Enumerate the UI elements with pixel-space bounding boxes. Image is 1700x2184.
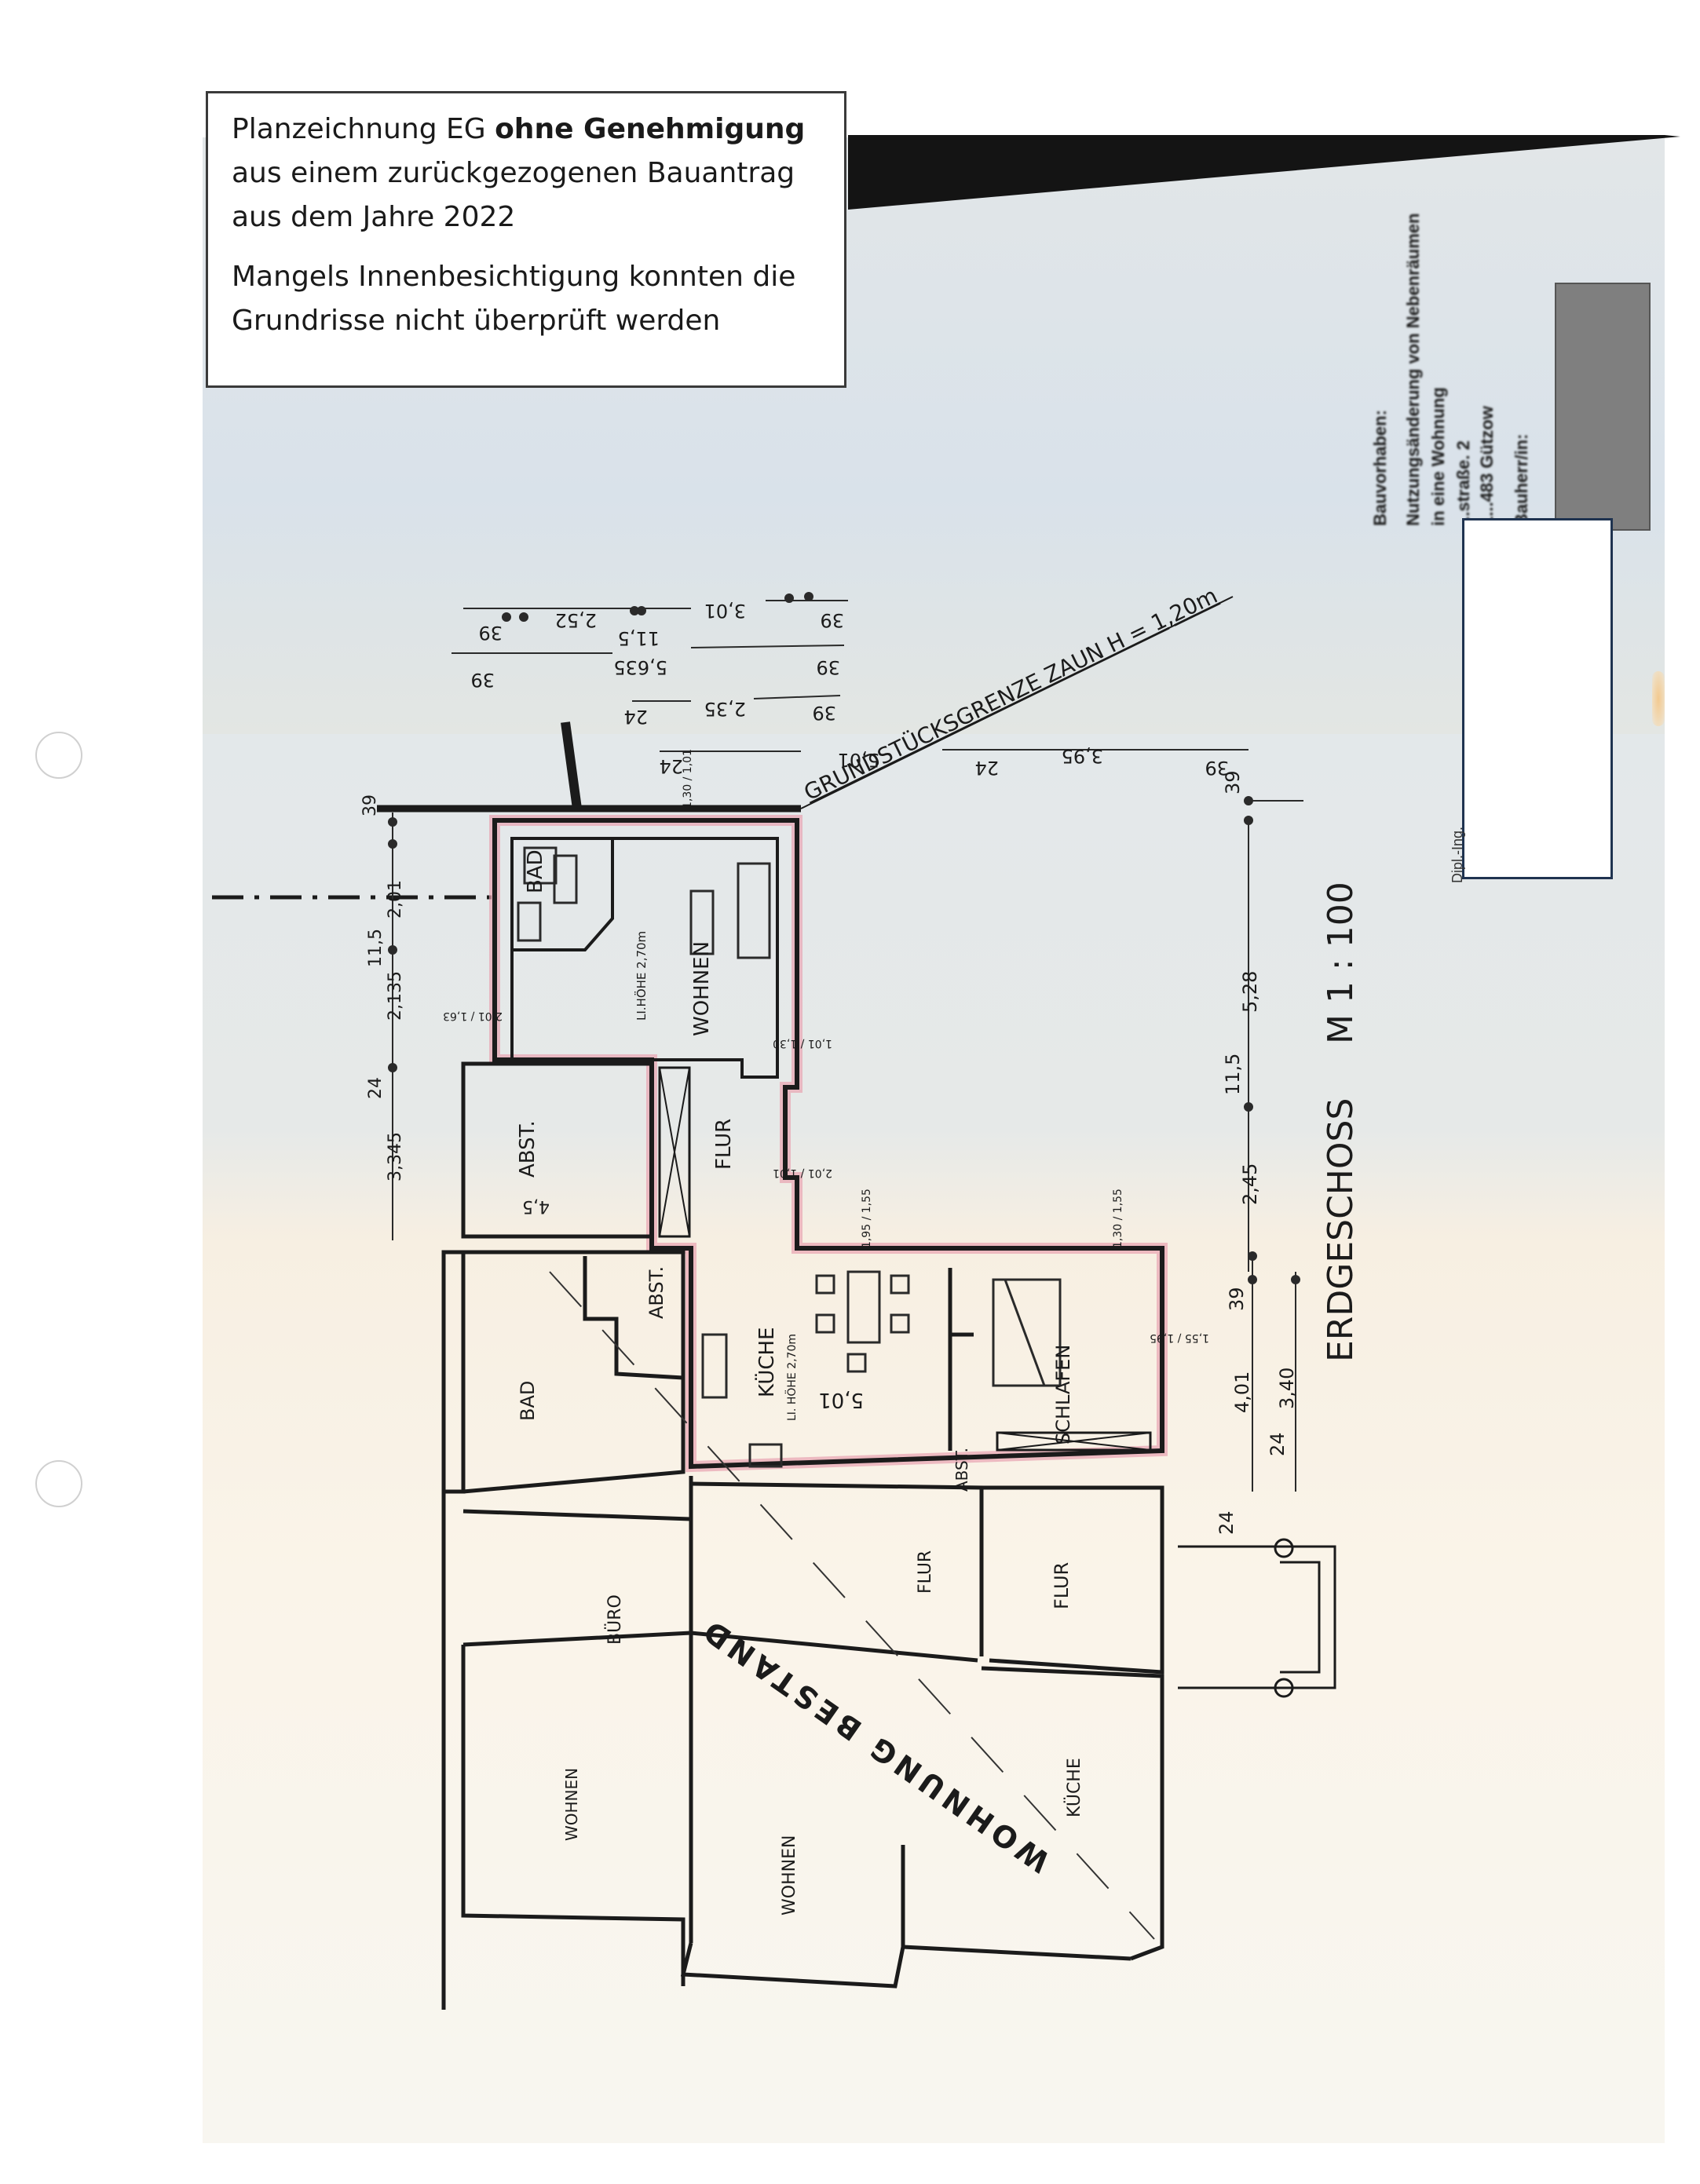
window-dimension: 1,30 / 1,55 <box>1112 1189 1124 1248</box>
dimension-label: 39 <box>1222 770 1244 794</box>
room-label-flur-existing: FLUR <box>916 1550 935 1594</box>
stain-mark <box>1652 671 1665 726</box>
dimension-label: 39 <box>820 609 844 631</box>
dimension-label: 2,45 <box>1239 1163 1261 1205</box>
boundary-fence <box>212 596 1234 900</box>
top-dimension-labels: 39 2,52 11,5 3,01 39 39 5,635 39 24 2,35… <box>470 600 1229 779</box>
redaction-white <box>1462 518 1613 879</box>
window-dimension: 2,01 / 1,63 <box>443 1010 503 1022</box>
dimension-label: 24 <box>1216 1510 1238 1535</box>
dimension-label: 5,28 <box>1239 971 1261 1013</box>
room-label-abst: ABST. <box>516 1120 539 1178</box>
dimension-label: 24 <box>659 755 683 777</box>
right-dimension-labels: 39 5,28 11,5 2,45 39 4,01 3,40 24 24 <box>1216 770 1298 1535</box>
window-dimension-labels: 1,30 / 1,01 2,01 / 1,63 1,01 / 1,30 2,01… <box>443 749 1209 1344</box>
notice-line-4: Mangels Innenbesichtigung konnten die <box>232 261 796 293</box>
dimension-label: 39 <box>470 669 495 691</box>
dimension-label: 5,01 <box>818 1388 864 1412</box>
dimension-label: 3,95 <box>1062 745 1103 767</box>
notice-emphasis: ohne Genehmigung <box>495 113 806 145</box>
room-height-label: LI. HÖHE 2,70m <box>784 1334 799 1421</box>
notice-box: Planzeichnung EG ohne Genehmigung aus ei… <box>206 91 846 388</box>
boundary-label: GRUNDSTÜCKSGRENZE ZAUN H = 1,20m <box>799 582 1221 805</box>
dimension-label: 2,01 <box>386 880 405 919</box>
dimension-label: 2,35 <box>704 698 746 720</box>
new-unit-walls <box>461 815 1168 1473</box>
dimension-label: 11,5 <box>366 929 386 967</box>
dark-shadow-wedge <box>848 135 1680 210</box>
dimension-label: 39 <box>1226 1287 1248 1311</box>
plan-title: ERDGESCHOSS <box>1321 1098 1361 1362</box>
window-dimension: 1,01 / 1,30 <box>773 1037 832 1050</box>
dimension-label: 5,635 <box>613 656 667 678</box>
room-label-bad: BAD <box>524 849 547 893</box>
furniture <box>517 846 1062 1468</box>
punch-hole-icon <box>35 732 82 779</box>
dimension-label: 39 <box>360 794 380 816</box>
redaction-grey <box>1555 283 1651 531</box>
notice-line-3: aus dem Jahre 2022 <box>232 201 516 233</box>
dimension-label: 39 <box>478 622 503 644</box>
dimension-label: 11,5 <box>618 627 660 649</box>
room-label-wohnen: WOHNEN <box>690 941 714 1036</box>
dimension-label: 24 <box>366 1077 386 1099</box>
window-dimension: 1,95 / 1,55 <box>861 1189 873 1248</box>
dimension-label: 5,01 <box>838 749 879 771</box>
room-label-schlafen: SCHLAFEN <box>1052 1345 1074 1444</box>
room-label-kueche: KÜCHE <box>754 1327 779 1397</box>
punch-hole-icon <box>35 1460 82 1507</box>
room-label-abst: ABST. <box>952 1448 971 1492</box>
room-label-flur-existing: FLUR <box>1051 1562 1073 1609</box>
notice-line-2: aus einem zurückgezogenen Bauantrag <box>232 157 795 189</box>
dimension-label: 39 <box>1205 757 1229 779</box>
room-label-buero: BÜRO <box>605 1594 625 1645</box>
dimension-lines <box>388 592 1303 1492</box>
dimension-label: 4,01 <box>1231 1371 1253 1413</box>
dimension-label: 11,5 <box>1222 1054 1244 1095</box>
existing-walls <box>441 1250 1164 2010</box>
dimension-label: 24 <box>1267 1432 1289 1456</box>
dimension-label: 2,135 <box>386 971 405 1021</box>
notice-line-1: Planzeichnung EG ohne Genehmigung <box>232 113 806 145</box>
existing-zone-line <box>549 1271 1155 1940</box>
room-label-flur: FLUR <box>712 1119 736 1170</box>
dimension-label: 4,5 <box>522 1196 550 1216</box>
room-label-bad-existing: BAD <box>517 1381 539 1421</box>
dimension-label: 2,52 <box>555 609 597 631</box>
room-label-wohnen-existing: WOHNEN <box>562 1768 581 1841</box>
window-dimension: 1,55 / 1,95 <box>1150 1331 1209 1344</box>
room-height-label: LI.HÖHE 2,70m <box>634 931 649 1021</box>
room-label-kueche-existing: KÜCHE <box>1064 1758 1084 1817</box>
plan-sheet <box>203 734 1665 2143</box>
dimension-label: 39 <box>812 702 836 724</box>
porch <box>1178 1538 1336 1698</box>
window-dimension: 2,01 / 1,01 <box>773 1167 832 1179</box>
left-dimension-labels: 39 2,01 11,5 2,135 24 3,345 <box>360 794 405 1181</box>
notice-line-5: Grundrisse nicht überprüft werden <box>232 305 721 337</box>
dimension-label: 3,40 <box>1276 1368 1298 1409</box>
dimension-label: 3,345 <box>386 1132 405 1181</box>
plan-scale: M 1 : 100 <box>1321 882 1361 1044</box>
room-label-wohnen-existing: WOHNEN <box>780 1835 799 1916</box>
room-label-abst: ABST. <box>645 1266 667 1319</box>
dimension-label: 24 <box>974 757 999 779</box>
dimension-label: 24 <box>623 706 648 728</box>
dimension-label: 3,01 <box>704 600 746 622</box>
window-dimension: 1,30 / 1,01 <box>682 749 694 809</box>
dimension-label: 39 <box>816 656 840 678</box>
